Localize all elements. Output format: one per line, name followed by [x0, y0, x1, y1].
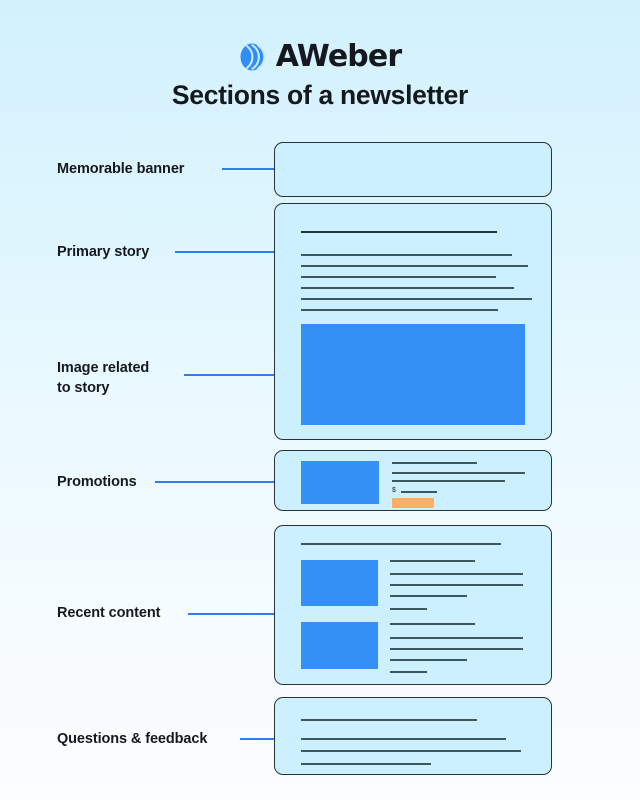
promo-rule [392, 472, 525, 474]
feedback-rule [301, 738, 506, 740]
promo-rule [392, 462, 477, 464]
body-rule [301, 276, 496, 278]
label-image-related-to-story: Image related to story [57, 360, 150, 396]
headline-rule [301, 231, 497, 233]
brand-logo: AWeber [0, 42, 640, 72]
article-rule [390, 623, 475, 625]
article-rule [390, 560, 475, 562]
label-primary-story: Primary story [57, 244, 150, 260]
aweber-arc-logo-icon [240, 43, 266, 71]
article-rule [390, 659, 467, 661]
article-rule [390, 595, 467, 597]
connector-primary-story [175, 251, 284, 253]
article-rule [390, 637, 523, 639]
promo-cta-button[interactable] [392, 498, 434, 508]
feedback-rule [301, 763, 431, 765]
feedback-rule [301, 719, 477, 721]
article-rule [390, 584, 523, 586]
section-card-promotions[interactable]: $ [274, 450, 552, 511]
label-recent-content: Recent content [57, 605, 161, 621]
article-rule [390, 608, 427, 610]
connector-questions-feedback [240, 738, 284, 740]
article-rule [390, 671, 427, 673]
body-rule [301, 298, 532, 300]
label-promotions: Promotions [57, 474, 137, 490]
body-rule [301, 265, 528, 267]
label-memorable-banner: Memorable banner [57, 161, 185, 177]
article-image-block[interactable] [301, 560, 378, 606]
article-rule [390, 573, 523, 575]
promo-rule [392, 480, 505, 482]
section-card-questions-feedback[interactable] [274, 697, 552, 775]
article-rule [390, 648, 523, 650]
page-title: Sections of a newsletter [171, 80, 469, 110]
body-rule [301, 254, 512, 256]
section-card-primary-story[interactable] [274, 203, 552, 440]
section-card-banner[interactable] [274, 142, 552, 197]
body-rule [301, 309, 498, 311]
price-currency-symbol: $ [392, 487, 396, 494]
feedback-rule [301, 750, 521, 752]
connector-promotions [155, 481, 284, 483]
connector-recent-content [188, 613, 284, 615]
hero-image-block[interactable] [301, 324, 525, 425]
article-image-block[interactable] [301, 622, 378, 669]
brand-name: AWeber [275, 39, 402, 74]
section-heading-rule [301, 543, 501, 545]
price-rule [401, 491, 437, 493]
promo-image-block[interactable] [301, 461, 379, 504]
section-card-recent-content[interactable] [274, 525, 552, 685]
connector-memorable-banner [222, 168, 284, 170]
label-questions-feedback: Questions & feedback [57, 731, 208, 747]
connector-image-related-to-story [184, 374, 284, 376]
body-rule [301, 287, 514, 289]
